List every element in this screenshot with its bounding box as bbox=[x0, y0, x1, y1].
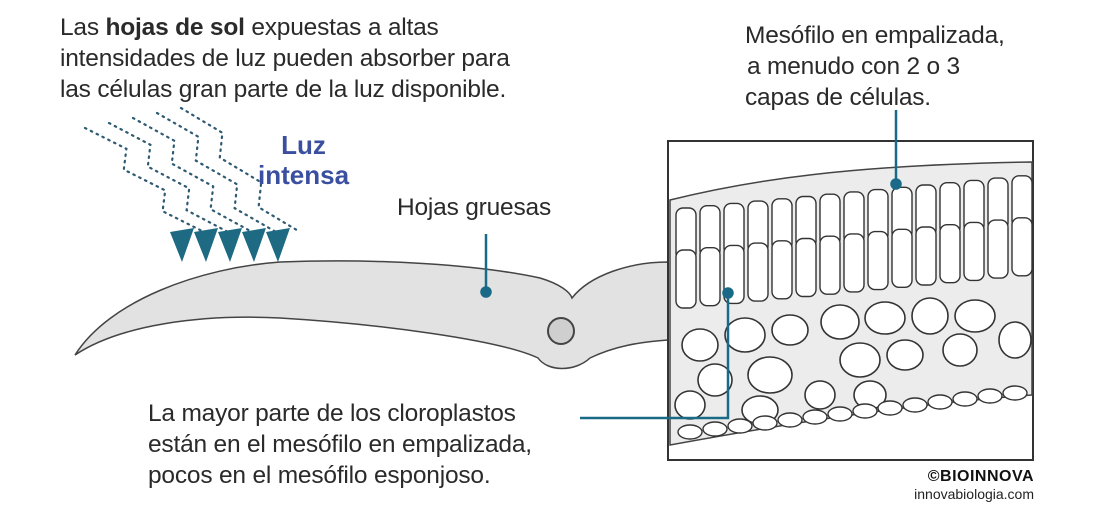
light-rays bbox=[83, 106, 302, 234]
palisade-label: Mesófilo en empalizada, a menudo con 2 o… bbox=[745, 20, 1005, 113]
arrowhead bbox=[218, 228, 242, 262]
site-link: innovabiologia.com bbox=[914, 486, 1034, 502]
epidermis-cell bbox=[777, 412, 803, 428]
text-line: intensa bbox=[258, 160, 350, 190]
spongy-cell bbox=[724, 317, 766, 353]
palisade-cell bbox=[987, 219, 1009, 279]
palisade-cell bbox=[747, 242, 769, 302]
leaf-vein bbox=[547, 317, 575, 345]
palisade-cell bbox=[795, 237, 817, 298]
epidermis-cell bbox=[702, 421, 728, 437]
thick-leaf-label: Hojas gruesas bbox=[397, 194, 552, 221]
text-line: Mesófilo en empalizada, bbox=[745, 22, 1005, 49]
spongy-cell bbox=[886, 339, 924, 371]
light-ray bbox=[107, 121, 230, 234]
spongy-cell bbox=[839, 342, 881, 378]
credit: ©BIOINNOVA innovabiologia.com bbox=[914, 468, 1034, 502]
brand-logo: ©BIOINNOVA bbox=[927, 468, 1034, 485]
epidermis-cell bbox=[827, 406, 853, 422]
leaf-cross-section bbox=[669, 161, 1033, 446]
epidermis-cell bbox=[952, 391, 978, 407]
spongy-cell bbox=[697, 363, 733, 397]
text-line: pocos en el mesófilo esponjoso. bbox=[148, 462, 491, 489]
spongy-cell bbox=[747, 356, 793, 394]
spongy-cell bbox=[954, 299, 996, 333]
epidermis-cell bbox=[677, 424, 703, 440]
text: Las bbox=[60, 14, 106, 41]
spongy-cell bbox=[820, 304, 860, 340]
epidermis-cell bbox=[802, 409, 828, 425]
sun-leaf-description: Las hojas de sol expuestas a altas inten… bbox=[60, 12, 510, 105]
leader-lines bbox=[480, 110, 902, 420]
spongy-cell bbox=[864, 301, 906, 335]
highlight-term: hojas de sol bbox=[105, 14, 245, 41]
arrowhead bbox=[194, 228, 218, 262]
epidermis-cell bbox=[902, 397, 928, 413]
text-line: intensidades de luz pueden absorber para bbox=[60, 45, 510, 72]
epidermis-cell bbox=[1002, 385, 1028, 401]
palisade-cell bbox=[771, 240, 793, 300]
palisade-cell bbox=[675, 249, 697, 309]
light-ray bbox=[179, 106, 302, 234]
spongy-cell bbox=[681, 328, 719, 362]
light-ray bbox=[155, 111, 278, 234]
arrowhead bbox=[170, 228, 194, 262]
leaf-blade bbox=[74, 260, 669, 370]
spongy-cell bbox=[942, 333, 978, 367]
epidermis-cell bbox=[877, 400, 903, 416]
epidermis-cell bbox=[927, 394, 953, 410]
palisade-cell bbox=[915, 226, 937, 286]
epidermis-cell bbox=[727, 418, 753, 434]
text-line: a menudo con 2 o 3 bbox=[747, 53, 960, 80]
epidermis-cell bbox=[852, 403, 878, 419]
light-label: Luz intensa bbox=[258, 130, 349, 190]
palisade-cell bbox=[963, 221, 985, 282]
palisade-cell bbox=[699, 246, 721, 307]
chloroplast-note: La mayor parte de los cloroplastos están… bbox=[148, 398, 532, 491]
text: expuestas a altas bbox=[244, 14, 439, 41]
light-ray bbox=[131, 116, 254, 234]
light-arrowheads bbox=[170, 228, 290, 262]
spongy-cell bbox=[674, 390, 706, 420]
arrowhead bbox=[242, 228, 266, 262]
spongy-cell bbox=[998, 321, 1032, 359]
epidermis-cell bbox=[752, 415, 778, 431]
palisade-cell bbox=[891, 228, 913, 289]
text-line: La mayor parte de los cloroplastos bbox=[148, 400, 516, 427]
palisade-cell bbox=[819, 235, 841, 295]
text-line: Luz bbox=[281, 130, 326, 160]
text-line: las células gran parte de la luz disponi… bbox=[60, 76, 507, 103]
spongy-cell bbox=[771, 314, 809, 346]
epidermis-cell bbox=[977, 388, 1003, 404]
palisade-cell bbox=[867, 230, 889, 291]
arrowhead bbox=[266, 228, 290, 262]
palisade-cell bbox=[1011, 217, 1033, 277]
light-ray bbox=[83, 126, 206, 234]
spongy-cell bbox=[804, 380, 836, 410]
text-line: capas de células. bbox=[745, 84, 931, 111]
palisade-cell bbox=[939, 223, 961, 284]
spongy-cell bbox=[911, 297, 949, 335]
palisade-cell bbox=[843, 233, 865, 293]
text-line: están en el mesófilo en empalizada, bbox=[148, 431, 532, 458]
